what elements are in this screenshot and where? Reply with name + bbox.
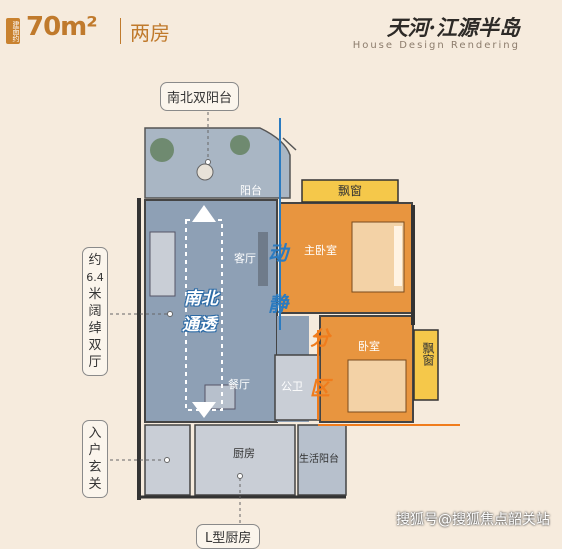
callout-char: 约: [88, 253, 102, 268]
bay-window-top-frame: [301, 179, 399, 203]
ns-text-line2: 通透: [182, 315, 216, 335]
ns-arrow-up: [192, 205, 216, 222]
bay-window-right-frame: [413, 329, 439, 401]
callout-char: 入: [88, 426, 102, 441]
callout-dot: [237, 473, 243, 479]
master-pillow: [394, 226, 402, 286]
room-label-balcony: 阳台: [240, 184, 262, 197]
bay-window-top-label: 飘窗: [337, 184, 362, 198]
watermark: 搜狐号@搜狐焦点韶关站: [396, 512, 550, 528]
callout-char: 双: [88, 338, 102, 353]
room-label-bath: 公卫: [281, 380, 303, 393]
callout-dot: [164, 457, 170, 463]
callout-char: 阔: [88, 304, 102, 319]
living-width-callout: 约 6.4 米 阔 绰 双 厅: [82, 247, 108, 376]
zone-qu: 区: [310, 376, 330, 400]
entrance-callout: 入 户 玄 关: [82, 420, 108, 498]
brand-subtitle: House Design Rendering: [352, 40, 520, 51]
callout-dot: [205, 159, 211, 165]
ns-text-line1: 南北: [184, 289, 218, 309]
brand-title: 天河·江源半岛: [386, 15, 520, 40]
callout-char: 关: [88, 477, 102, 492]
zone-jing: 静: [268, 292, 288, 316]
room-label-service-balcony: 生活阳台: [299, 454, 339, 465]
balcony-table: [196, 163, 214, 181]
bedroom-bed: [347, 359, 407, 413]
room-label-bedroom: 卧室: [358, 340, 380, 353]
tv-cabinet: [258, 232, 268, 286]
balcony-plant: [230, 135, 250, 155]
floor-plan: [110, 106, 460, 526]
callout-dot: [167, 311, 173, 317]
balcony-rail: [282, 137, 297, 151]
header: 建面约 70m² 两房 天河·江源半岛 House Design Renderi…: [0, 0, 562, 62]
bay-window-right-label: 飘窗: [421, 342, 435, 366]
room-type: 两房: [130, 21, 170, 45]
bath-area: [274, 354, 321, 421]
zone-dong: 动: [268, 241, 288, 265]
callout-char: 户: [88, 443, 102, 458]
balcony-callout: 南北双阳台: [160, 82, 240, 111]
header-divider: [120, 18, 121, 44]
callout-char: 6.4: [86, 271, 104, 284]
room-label-living: 客厅: [234, 252, 256, 265]
callout-char: 绰: [88, 321, 102, 336]
room-label-dining: 餐厅: [228, 378, 250, 391]
callout-char: 米: [88, 287, 102, 302]
ns-arrow-down: [192, 402, 216, 418]
room-label-master: 主卧室: [304, 244, 337, 257]
balcony-plant: [150, 138, 174, 162]
balcony-area: [144, 127, 291, 199]
sofa: [149, 231, 176, 297]
area-badge: 建面约: [6, 18, 20, 44]
callout-char: 厅: [88, 355, 102, 370]
kitchen-area: [194, 424, 296, 496]
callout-char: 玄: [88, 460, 102, 475]
room-label-kitchen: 厨房: [233, 447, 255, 460]
zone-fen: 分: [310, 326, 330, 350]
area-value: 70m²: [26, 12, 98, 42]
service-balcony-area: [297, 424, 347, 496]
